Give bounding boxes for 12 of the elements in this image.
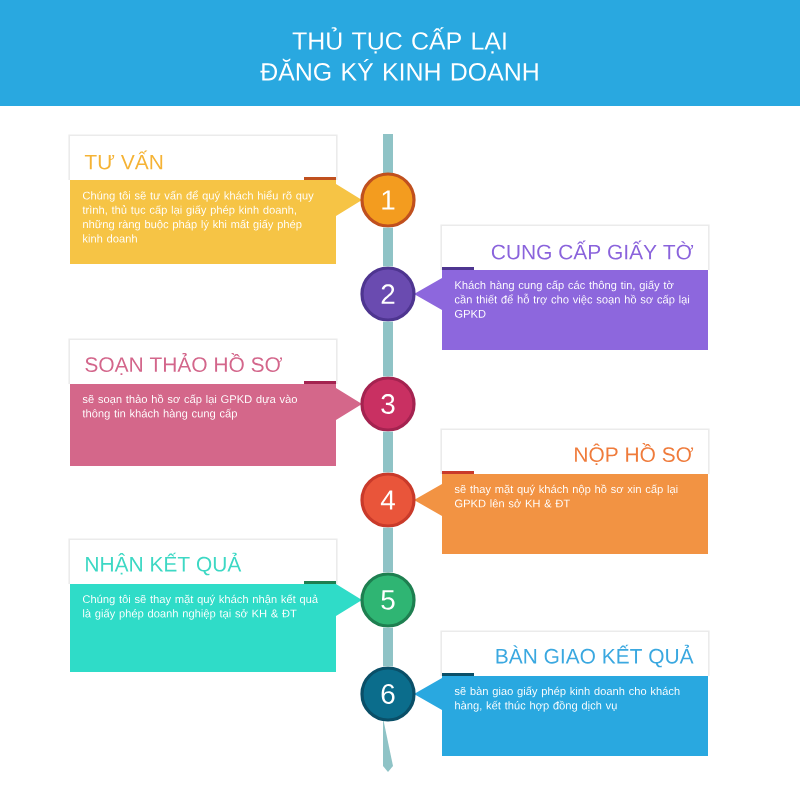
step-heading: TƯ VẤN: [84, 150, 163, 170]
step-heading: NỘP HỒ SƠ: [575, 443, 694, 465]
step-heading: NHẬN KẾT QUẢ: [86, 552, 242, 576]
step-heading: CUNG CẤP GIẤY TỜ: [491, 240, 694, 260]
timeline-bar: [383, 321, 393, 377]
timeline-bar: [383, 627, 393, 667]
timeline-bar: [383, 527, 393, 573]
timeline-bar: [383, 227, 393, 267]
timeline-bar: [383, 431, 393, 473]
title: THỦ TỤC CẤP LẠI ĐĂNG KÝ KINH DOANH: [260, 27, 538, 81]
step-heading: SOẠN THẢO HỒ SƠ: [85, 353, 282, 375]
step-heading: BÀN GIAO KẾT QUẢ: [496, 644, 694, 668]
